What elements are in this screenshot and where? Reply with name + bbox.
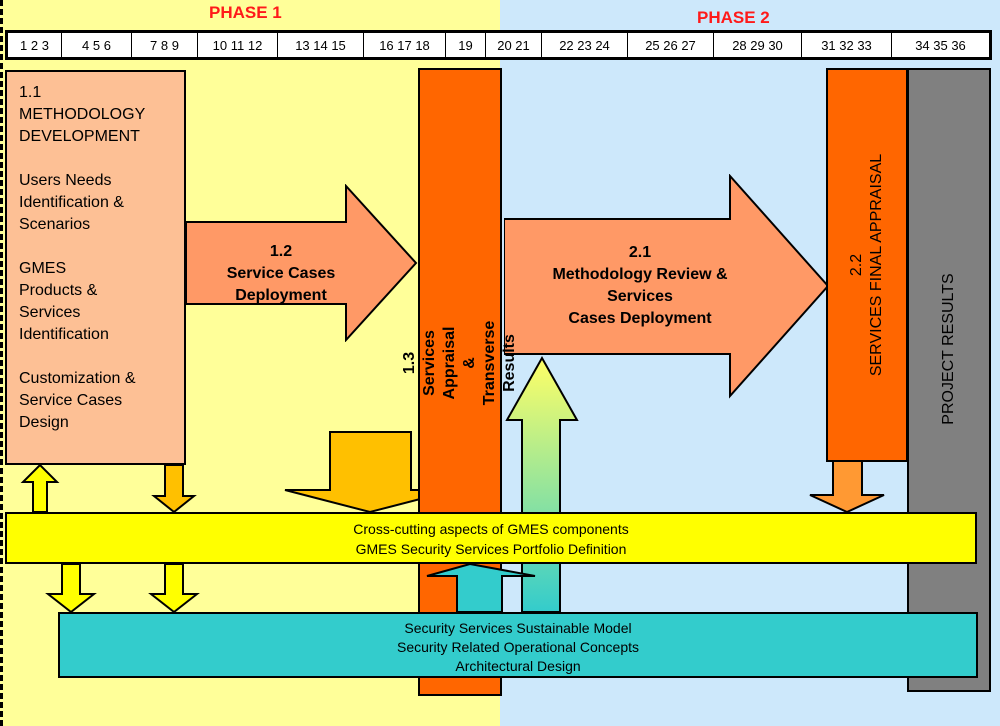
up-arrow-box11	[20, 463, 60, 513]
bar-2-2-final-appraisal: 2.2 SERVICES FINAL APPRAISAL	[826, 68, 908, 462]
month-cell: 13 14 15	[278, 33, 364, 57]
arrow-1-2: 1.2 Service Cases Deployment	[186, 241, 376, 307]
month-cell: 16 17 18	[364, 33, 446, 57]
band-sustainable-model: Security Services Sustainable Model Secu…	[58, 612, 978, 678]
month-cell: 31 32 33	[802, 33, 892, 57]
phase-2-label: PHASE 2	[697, 8, 770, 27]
month-cell: 34 35 36	[915, 37, 966, 53]
phase-1-label: PHASE 1	[209, 3, 282, 22]
month-cell: 22 23 24	[542, 33, 628, 57]
band-model-line-3: Architectural Design	[455, 658, 581, 674]
down-arrow-band-left	[45, 563, 97, 614]
month-cell: 19	[446, 33, 486, 57]
month-timeline: 1 2 3 4 5 6 7 8 9 10 11 12 13 14 15 16 1…	[5, 30, 992, 60]
month-cell: 1 2 3	[8, 33, 62, 57]
box-1-1-methodology: 1.1 METHODOLOGY DEVELOPMENT Users Needs …	[5, 70, 186, 465]
band-cross-cutting: Cross-cutting aspects of GMES components…	[5, 512, 977, 564]
month-cell: 25 26 27	[628, 33, 714, 57]
box-1-1-item-gmes-products: GMES Products & Services Identification	[19, 260, 109, 343]
box-1-1-item-users-needs: Users Needs Identification & Scenarios	[19, 172, 124, 233]
band-cross-line-2: GMES Security Services Portfolio Definit…	[355, 541, 627, 557]
big-down-arrow	[284, 431, 456, 514]
arrow-2-1-number: 2.1	[628, 244, 652, 261]
arrow-2-1-shape	[504, 174, 830, 399]
teal-up-arrow	[426, 562, 536, 613]
arrow-1-2-shape	[186, 184, 418, 342]
band-model-line-2: Security Related Operational Concepts	[396, 639, 640, 655]
bar-project-results: PROJECT RESULTS	[907, 68, 991, 692]
left-dashed-border	[0, 0, 3, 726]
arrow-1-2-label: Service Cases Deployment	[226, 265, 336, 304]
down-arrow-band-middle	[148, 563, 200, 614]
month-cell: 20 21	[486, 33, 542, 57]
box-1-1-item-customization: Customization & Service Cases Design	[19, 370, 136, 431]
arrow-2-1: 2.1 Methodology Review & Services Cases …	[510, 242, 770, 330]
band-model-line-1: Security Services Sustainable Model	[404, 620, 632, 636]
arrow-1-2-number: 1.2	[269, 243, 293, 260]
month-cell: 7 8 9	[132, 33, 198, 57]
month-cell: 4 5 6	[62, 33, 132, 57]
month-cell: 10 11 12	[198, 33, 278, 57]
box-1-1-title: 1.1 METHODOLOGY DEVELOPMENT	[19, 84, 146, 145]
arrow-2-1-label: Methodology Review & Services Cases Depl…	[552, 266, 728, 327]
month-cell: 28 29 30	[714, 33, 802, 57]
down-arrow-bar22	[809, 460, 885, 514]
band-cross-line-1: Cross-cutting aspects of GMES components	[353, 521, 629, 537]
down-arrow-box11	[151, 464, 197, 514]
